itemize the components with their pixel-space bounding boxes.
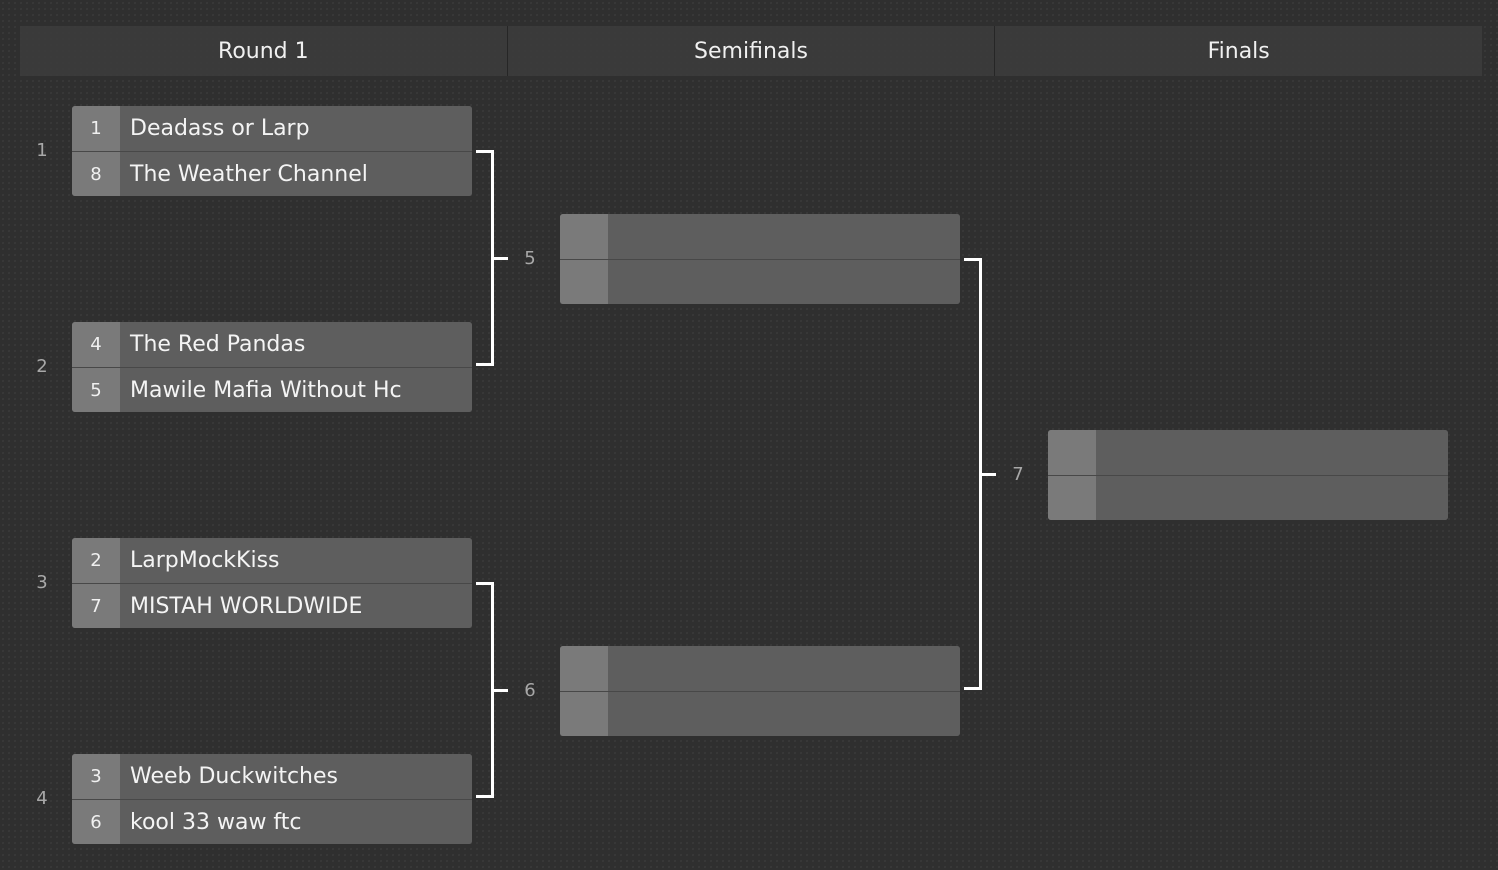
team-name: kool 33 waw ftc — [130, 809, 302, 835]
seed-number — [560, 214, 608, 259]
match-7[interactable] — [1048, 430, 1448, 520]
match-6[interactable] — [560, 646, 960, 736]
seed-number: 8 — [72, 152, 120, 196]
team-name: The Red Pandas — [130, 332, 306, 357]
seed-number: 5 — [72, 368, 120, 412]
team-name: Mawile Mafia Without Hc — [130, 377, 402, 403]
seed-number — [560, 260, 608, 304]
bracket-connector-stub-7 — [982, 473, 996, 476]
team-name — [608, 646, 960, 691]
team-name — [608, 214, 960, 259]
match-slot[interactable]: 5 Mawile Mafia Without Hc — [72, 367, 472, 412]
match-4[interactable]: 3 Weeb Duckwitches 6 kool 33 waw ftc — [72, 754, 472, 844]
match-slot[interactable] — [1048, 475, 1448, 520]
seed-number: 3 — [72, 754, 120, 799]
match-slot[interactable]: 1 Deadass or Larp — [72, 106, 472, 151]
match-1[interactable]: 1 Deadass or Larp 8 The Weather Channel — [72, 106, 472, 196]
seed-number — [1048, 476, 1096, 520]
seed-number: 7 — [72, 584, 120, 628]
match-slot[interactable] — [560, 259, 960, 304]
round-header-finals: Finals — [995, 26, 1483, 76]
match-slot[interactable] — [560, 214, 960, 259]
team-name: Deadass or Larp — [130, 116, 310, 141]
team-name — [1096, 476, 1448, 520]
bracket-connector-stub-6 — [494, 689, 508, 692]
match-slot[interactable]: 7 MISTAH WORLDWIDE — [72, 583, 472, 628]
match-slot[interactable]: 4 The Red Pandas — [72, 322, 472, 367]
seed-number: 6 — [72, 800, 120, 844]
match-slot[interactable]: 8 The Weather Channel — [72, 151, 472, 196]
team-name: Weeb Duckwitches — [130, 764, 338, 789]
seed-number: 4 — [72, 322, 120, 367]
bracket-connector-3-4 — [476, 582, 494, 798]
team-name: MISTAH WORLDWIDE — [130, 593, 363, 619]
bracket-connector-1-2 — [476, 150, 494, 366]
team-name — [1096, 430, 1448, 475]
match-slot[interactable]: 2 LarpMockKiss — [72, 538, 472, 583]
team-name: LarpMockKiss — [130, 548, 280, 573]
match-slot[interactable] — [560, 646, 960, 691]
round-header-bar: Round 1 Semifinals Finals — [20, 26, 1483, 76]
match-slot[interactable]: 6 kool 33 waw ftc — [72, 799, 472, 844]
seed-number: 1 — [72, 106, 120, 151]
seed-number — [560, 692, 608, 736]
round-header-semifinals: Semifinals — [507, 26, 996, 76]
round-header-round-1: Round 1 — [20, 26, 508, 76]
team-name — [608, 260, 960, 304]
match-number-3: 3 — [36, 572, 48, 593]
match-3[interactable]: 2 LarpMockKiss 7 MISTAH WORLDWIDE — [72, 538, 472, 628]
bracket-connector-5-6 — [964, 258, 982, 690]
match-number-4: 4 — [36, 788, 48, 809]
seed-number — [560, 646, 608, 691]
match-2[interactable]: 4 The Red Pandas 5 Mawile Mafia Without … — [72, 322, 472, 412]
team-name: The Weather Channel — [130, 161, 368, 187]
match-slot[interactable] — [560, 691, 960, 736]
match-number-2: 2 — [36, 356, 48, 377]
seed-number — [1048, 430, 1096, 475]
match-number-1: 1 — [36, 140, 48, 161]
match-number-5: 5 — [524, 248, 536, 269]
match-number-7: 7 — [1012, 464, 1024, 485]
match-slot[interactable]: 3 Weeb Duckwitches — [72, 754, 472, 799]
bracket-connector-stub-5 — [494, 257, 508, 260]
match-number-6: 6 — [524, 680, 536, 701]
match-slot[interactable] — [1048, 430, 1448, 475]
team-name — [608, 692, 960, 736]
seed-number: 2 — [72, 538, 120, 583]
match-5[interactable] — [560, 214, 960, 304]
